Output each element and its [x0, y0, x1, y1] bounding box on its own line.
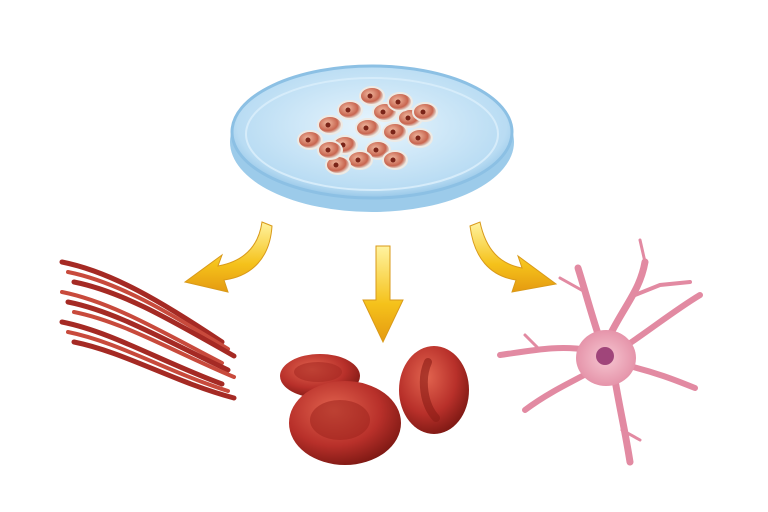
muscle-fiber: [65, 299, 231, 373]
stem-cell-nucleus: [345, 107, 351, 113]
red-blood-cells-icon: [280, 346, 469, 465]
arrow-to-blood-icon: [362, 245, 404, 344]
stem-cells-icon: [297, 86, 438, 175]
stem-cell-nucleus: [333, 162, 339, 168]
stem-cell-nucleus: [415, 135, 421, 141]
stem-cell-nucleus: [395, 99, 401, 105]
stem-cell-nucleus: [380, 109, 386, 115]
stem-cell-nucleus: [363, 125, 369, 131]
muscle-fiber: [72, 310, 236, 379]
arrow-to-muscle-icon: [183, 221, 273, 293]
muscle-fibers-icon: [59, 259, 237, 401]
stem-cell-nucleus: [325, 147, 331, 153]
muscle-fiber: [71, 339, 237, 401]
muscle-fiber: [71, 279, 237, 359]
neuron-icon: [497, 238, 703, 466]
muscle-fiber: [59, 259, 225, 345]
petri-dish-icon: [230, 64, 514, 212]
stem-cell-nucleus: [420, 109, 426, 115]
stem-cell-nucleus: [355, 157, 361, 163]
muscle-fiber: [66, 330, 230, 393]
muscle-fiber: [60, 290, 224, 365]
stem-cell-nucleus: [367, 93, 373, 99]
muscle-fiber: [66, 270, 230, 351]
stem-cell-nucleus: [390, 157, 396, 163]
stem-cell-nucleus: [305, 137, 311, 143]
arrow-to-neuron-icon: [469, 221, 558, 293]
stem-cell-nucleus: [373, 147, 379, 153]
stem-cell-nucleus: [325, 122, 331, 128]
stem-cell-nucleus: [390, 129, 396, 135]
muscle-fiber: [59, 319, 225, 387]
stem-cell-nucleus: [405, 115, 411, 121]
